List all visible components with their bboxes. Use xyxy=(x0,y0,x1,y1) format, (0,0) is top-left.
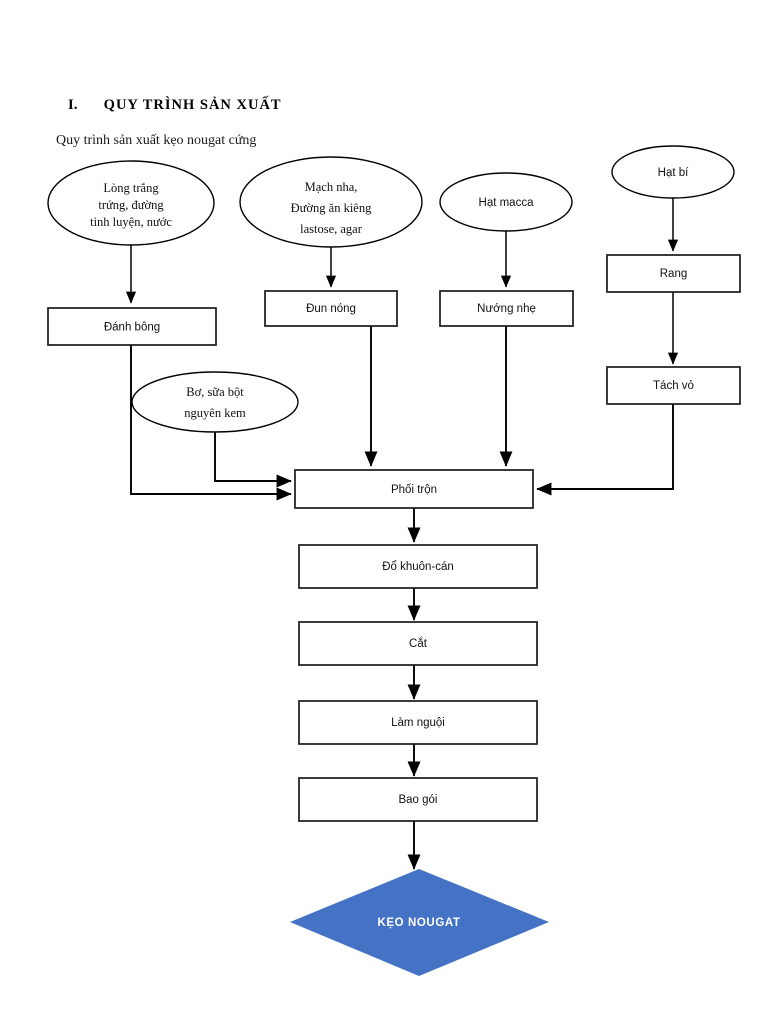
page-subtitle: Quy trình sản xuất kẹo nougat cứng xyxy=(56,133,257,148)
node-label-line-3: lastose, agar xyxy=(300,222,363,236)
node-bao-gói[interactable]: Bao gói xyxy=(298,777,538,822)
node-hạt-macca[interactable]: Hạt macca xyxy=(439,172,573,232)
connector-layer xyxy=(125,197,679,870)
edge-n9-to-n11 xyxy=(214,426,292,488)
edge-n5-to-n11 xyxy=(130,345,292,501)
box-shape xyxy=(606,254,741,293)
node-hạt-bí[interactable]: Hạt bí xyxy=(611,145,735,199)
node-bơ-sữa-bột-nguyên-kem[interactable]: Bơ, sữa bột nguyên kem xyxy=(131,371,299,433)
node-label: Đánh bông xyxy=(104,322,160,334)
node-đánh-bông[interactable]: Đánh bông xyxy=(47,307,217,346)
node-label-line-1: Mạch nha, xyxy=(305,180,358,194)
box-shape xyxy=(298,544,538,589)
box-shape xyxy=(294,469,534,509)
box-shape xyxy=(606,366,741,405)
node-đổ-khuôn-cán[interactable]: Đổ khuôn-cán xyxy=(298,544,538,589)
node-mạch-nha[interactable]: Mạch nha, Đường ăn kiêng lastose, agar xyxy=(239,156,423,248)
node-label-line-3: tinh luyện, nước xyxy=(90,215,172,229)
node-label: Phối trộn xyxy=(391,484,437,496)
node-label-line-2: Đường ăn kiêng xyxy=(291,201,372,215)
node-label: Nướng nhẹ xyxy=(477,303,536,315)
box-shape xyxy=(264,290,398,327)
node-label-line-2: trứng, đường xyxy=(98,198,164,212)
node-đun-nóng[interactable]: Đun nóng xyxy=(264,290,398,327)
ellipse-shape xyxy=(131,371,299,433)
box-shape xyxy=(47,307,217,346)
node-phối-trộn[interactable]: Phối trộn xyxy=(294,469,534,509)
node-cắt[interactable]: Cắt xyxy=(298,621,538,666)
node-rang[interactable]: Rang xyxy=(606,254,741,293)
node-lòng-trắng-trứng[interactable]: Lòng trắng trứng, đường tinh luyện, nước xyxy=(47,160,215,246)
node-nướng-nhẹ[interactable]: Nướng nhẹ xyxy=(439,290,574,327)
node-label: Đổ khuôn-cán xyxy=(382,561,454,573)
box-shape xyxy=(439,290,574,327)
node-label: Cắt xyxy=(409,637,428,650)
node-label: KẸO NOUGAT xyxy=(377,917,460,929)
node-label: Bao gói xyxy=(398,794,437,806)
node-label: Hạt bí xyxy=(658,167,689,179)
node-label-line-1: Lòng trắng xyxy=(103,181,159,195)
node-label: Làm nguội xyxy=(391,717,445,729)
heading-number: I. xyxy=(68,97,78,113)
node-label: Hạt macca xyxy=(479,197,535,209)
ellipse-shape xyxy=(47,160,215,246)
node-làm-nguội[interactable]: Làm nguội xyxy=(298,700,538,745)
node-kẹo-nougat[interactable]: KẸO NOUGAT xyxy=(290,869,549,976)
box-shape xyxy=(298,700,538,745)
box-shape xyxy=(298,621,538,666)
ellipse-shape xyxy=(611,145,735,199)
page-heading: I. QUY TRÌNH SẢN XUẤT xyxy=(68,97,282,114)
node-label: Tách vỏ xyxy=(653,380,694,392)
node-tách-vỏ[interactable]: Tách vỏ xyxy=(606,366,741,405)
edge-n10-to-n11 xyxy=(536,404,674,496)
node-label-line-1: Bơ, sữa bột xyxy=(186,385,244,399)
node-label: Đun nóng xyxy=(306,303,356,315)
ellipse-shape xyxy=(439,172,573,232)
diamond-shape xyxy=(290,869,549,976)
page-title: QUY TRÌNH SẢN XUẤT xyxy=(103,97,282,113)
ellipse-shape xyxy=(239,156,423,248)
node-label-line-2: nguyên kem xyxy=(184,406,246,420)
box-shape xyxy=(298,777,538,822)
node-label: Rang xyxy=(660,268,688,280)
